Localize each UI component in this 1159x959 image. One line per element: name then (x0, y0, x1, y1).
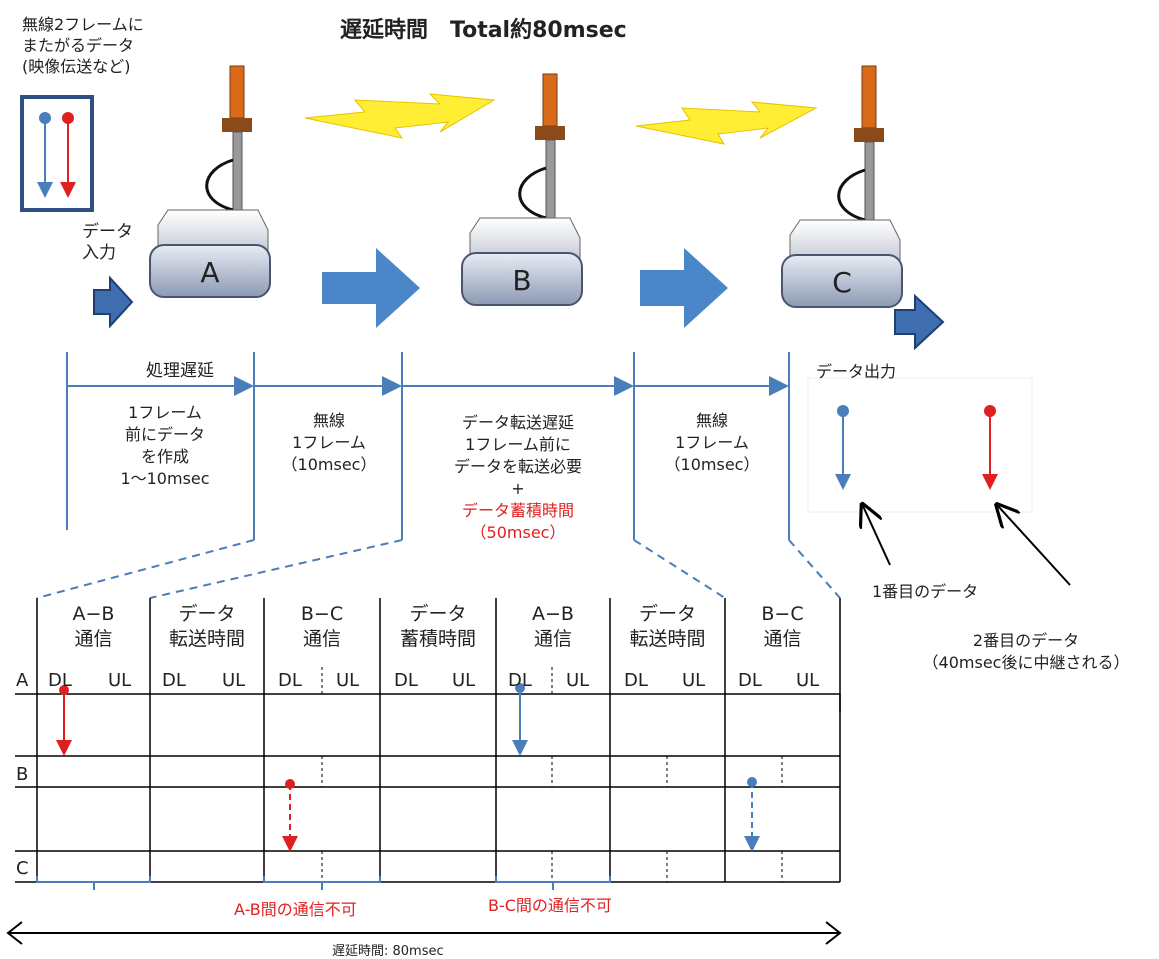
ul-label: UL (566, 670, 590, 691)
seg-line: （10msec） (281, 455, 377, 474)
table-header: データ 蓄積時間 (380, 602, 496, 652)
row-label-a: A (16, 670, 29, 691)
ul-label: UL (222, 670, 246, 691)
header-line: データ (178, 603, 236, 625)
table-header: B−C 通信 (725, 602, 840, 652)
seg-line: データを転送必要 (453, 457, 582, 476)
header-line: 通信 (763, 628, 802, 650)
seg-line: 1フレーム (128, 403, 202, 422)
first-data-label: 1番目のデータ (872, 582, 979, 601)
header-line: A−B (72, 603, 115, 625)
header-line: 転送時間 (168, 628, 245, 650)
dl-label: DL (48, 670, 72, 691)
dl-label: DL (738, 670, 762, 691)
second-line: 2番目のデータ (972, 631, 1080, 650)
total-delay-arrow (6, 921, 842, 945)
header-line: 通信 (533, 628, 572, 650)
seg-line: 前にデータ (124, 425, 205, 444)
header-line: 通信 (74, 628, 113, 650)
seg-line: 1～10msec (120, 469, 210, 488)
seg-line: + (511, 479, 525, 498)
second-data-label: 2番目のデータ （40msec後に中継される） (895, 630, 1157, 674)
seg-line: を作成 (140, 447, 189, 466)
note-bc-unavailable: B-C間の通信不可 (488, 896, 612, 915)
data-input-label: データ 入力 (82, 222, 133, 264)
frame-table (15, 598, 841, 883)
header-line: データ (638, 603, 696, 625)
seg-line-red: （50msec） (470, 523, 566, 542)
wireless-bolt-icon (304, 93, 496, 139)
seg-line: データ転送遅延 (461, 413, 574, 432)
header-line: 転送時間 (629, 628, 706, 650)
dl-label: DL (394, 670, 418, 691)
segment-text-1: 1フレーム 前にデータ を作成 1～10msec (80, 402, 250, 490)
zoom-lines (36, 539, 841, 599)
caption-line: (映像伝送など) (22, 57, 131, 76)
table-header: B−C 通信 (264, 602, 380, 652)
table-header: A−B 通信 (496, 602, 610, 652)
flow-arrow-icon (640, 248, 728, 328)
label-line: 入力 (82, 243, 116, 263)
segment-text-2: 無線 1フレーム （10msec） (256, 410, 402, 476)
device-a (149, 65, 271, 298)
row-label-c: C (16, 858, 29, 879)
flow-arrow-icon (322, 248, 420, 328)
caption-line: 無線2フレームに (22, 15, 144, 34)
input-data-box (20, 95, 94, 212)
ul-label: UL (336, 670, 360, 691)
output-data-box (807, 377, 1033, 513)
seg-line: 無線 (312, 411, 345, 430)
flow-arrow-icon (93, 275, 134, 329)
second-line: （40msec後に中継される） (922, 653, 1130, 672)
ul-label: UL (108, 670, 132, 691)
dl-label: DL (162, 670, 186, 691)
seg-line: 無線 (695, 411, 728, 430)
node-label-b: B (512, 264, 532, 297)
header-line: A−B (532, 603, 574, 625)
segment-text-3: データ転送遅延 1フレーム前に データを転送必要 + データ蓄積時間 （50ms… (404, 412, 632, 544)
device-c (781, 65, 903, 308)
segment-head: 処理遅延 (146, 361, 214, 381)
ul-label: UL (682, 670, 706, 691)
header-line: B−C (300, 603, 344, 625)
dl-label: DL (624, 670, 648, 691)
seg-line: 1フレーム (675, 433, 749, 452)
header-line: B−C (761, 603, 804, 625)
pointer-arrow (998, 506, 1071, 586)
table-header: データ 転送時間 (610, 602, 725, 652)
dl-label: DL (508, 670, 532, 691)
pointer-arrow (863, 506, 891, 566)
total-delay-label: 遅延時間: 80msec (332, 944, 444, 959)
header-line: 蓄積時間 (399, 628, 476, 650)
node-label-a: A (200, 256, 220, 289)
wireless-bolt-icon (635, 101, 818, 145)
node-label-c: C (832, 266, 852, 299)
row-label-b: B (16, 764, 29, 785)
device-b (461, 73, 583, 306)
ul-label: UL (452, 670, 476, 691)
input-box-caption: 無線2フレームに またがるデータ (映像伝送など) (22, 14, 144, 77)
header-line: 通信 (302, 628, 341, 650)
seg-line-red: データ蓄積時間 (461, 501, 574, 520)
seg-line: （10msec） (664, 455, 760, 474)
ul-label: UL (796, 670, 820, 691)
data-output-label: データ出力 (816, 362, 897, 381)
caption-line: またがるデータ (22, 36, 135, 55)
timeline (66, 352, 790, 540)
table-header: データ 転送時間 (150, 602, 264, 652)
dl-label: DL (278, 670, 302, 691)
seg-line: 1フレーム (292, 433, 366, 452)
segment-text-4: 無線 1フレーム （10msec） (636, 410, 788, 476)
page-title: 遅延時間 Total約80msec (340, 18, 627, 43)
seg-line: 1フレーム前に (465, 435, 571, 454)
label-line: データ (82, 222, 133, 242)
note-ab-unavailable: A-B間の通信不可 (234, 900, 357, 919)
flow-arrow-icon (894, 293, 945, 351)
table-header: A−B 通信 (37, 602, 150, 652)
header-line: データ (409, 603, 467, 625)
